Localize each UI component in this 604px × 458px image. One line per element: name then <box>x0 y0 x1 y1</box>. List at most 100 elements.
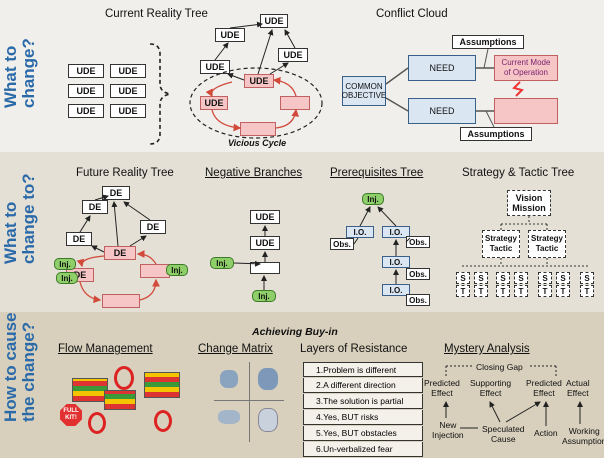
stt-leaf-strategy: S <box>456 272 470 284</box>
stt-strategy-right: Strategy Tactic <box>528 230 566 258</box>
buyin-title: Achieving Buy-in <box>252 326 338 338</box>
stt-tactic: Tactic <box>489 244 513 253</box>
vicious-cycle-label: Vicious Cycle <box>228 138 287 148</box>
crt-cycle-ude: UDE <box>200 96 228 110</box>
pt-title: Prerequisites Tree <box>330 167 424 179</box>
pt-obstacle: Obs. <box>406 268 430 280</box>
frt-injection: Inj. <box>56 272 78 284</box>
ude-box: UDE <box>68 84 104 98</box>
change-matrix-illustration <box>214 362 284 442</box>
resistance-layer: 3.The solution is partial <box>303 394 423 409</box>
zero-circle-icon <box>88 412 106 434</box>
frt-injection: Inj. <box>54 258 76 270</box>
brace <box>149 43 171 145</box>
stt-leaf-tactic: T <box>496 285 510 297</box>
stt-leaf-strategy: S <box>514 272 528 284</box>
matrix-figure <box>258 368 278 390</box>
need-box-bottom: NEED <box>408 98 476 124</box>
action-label: Action <box>534 428 558 438</box>
common-objective-box: COMMON OBJECTIVE <box>342 76 386 106</box>
layers-title: Layers of Resistance <box>300 343 408 355</box>
cloud-title: Conflict Cloud <box>376 8 448 20</box>
closing-gap-label: Closing Gap <box>476 362 523 372</box>
stt-vision: Vision <box>515 193 543 203</box>
conflict-lightning-icon <box>512 81 524 97</box>
full-kit-sign: FULL KIT! <box>60 404 82 426</box>
stt-strategy-left: Strategy Tactic <box>482 230 520 258</box>
frt-de: DE <box>66 232 92 246</box>
ude-box: UDE <box>68 64 104 78</box>
predicted-effect-2: Predicted Effect <box>526 378 562 398</box>
zero-circle-icon <box>114 366 134 390</box>
nb-injection: Inj. <box>210 257 234 269</box>
want-box <box>494 98 558 124</box>
nb-title: Negative Branches <box>205 167 303 179</box>
flow-illustration: FULL KIT! <box>60 364 190 444</box>
supporting-effect: Supporting Effect <box>470 378 512 398</box>
resistance-layer: 5.Yes, BUT obstacles <box>303 426 423 441</box>
crt-title: Current Reality Tree <box>105 8 208 20</box>
frt-cycle-box <box>102 294 140 308</box>
stt-strategy: Strategy <box>530 234 563 243</box>
ude-box: UDE <box>110 84 146 98</box>
crt-top-ude: UDE <box>260 14 288 28</box>
frt-injection: Inj. <box>166 264 188 276</box>
frt-core-de: DE <box>104 246 136 260</box>
pt-io: I.O. <box>382 256 410 268</box>
actual-effect: Actual Effect <box>566 378 590 398</box>
stt-leaf-tactic: T <box>538 285 552 297</box>
nb-ude: UDE <box>250 236 280 250</box>
stt-leaf-tactic: T <box>556 285 570 297</box>
flow-title: Flow Management <box>58 343 153 355</box>
predicted-effect-1: Predicted Effect <box>424 378 460 398</box>
frt-de: DE <box>82 200 108 214</box>
pt-obstacle: Obs. <box>330 238 354 250</box>
pt-io: I.O. <box>382 284 410 296</box>
frt-top-de: DE <box>102 186 130 200</box>
current-mode-box: Current Mode of Operation <box>494 55 558 81</box>
zero-circle-icon <box>154 410 172 432</box>
assumptions-top: Assumptions <box>452 35 524 49</box>
stt-title: Strategy & Tactic Tree <box>462 167 575 179</box>
stt-leaf-strategy: S <box>496 272 510 284</box>
stt-leaf-tactic: T <box>456 285 470 297</box>
pt-io: I.O. <box>346 226 374 238</box>
resistance-layer: 4.Yes, BUT risks <box>303 410 423 425</box>
stt-strategy: Strategy <box>484 234 517 243</box>
buffer-stack <box>104 390 136 410</box>
stt-leaf-strategy: S <box>580 272 594 284</box>
crt-ude: UDE <box>200 60 230 74</box>
matrix-figure <box>220 370 238 388</box>
nb-injection: Inj. <box>252 290 276 302</box>
speculated-cause: Speculated Cause <box>482 424 525 444</box>
mystery-title: Mystery Analysis <box>444 343 530 355</box>
resistance-layer: 1.Problem is different <box>303 362 423 377</box>
resistance-layer: 2.A different direction <box>303 378 423 393</box>
resistance-layer: 6.Un-verbalized fear <box>303 442 423 457</box>
matrix-figure <box>258 408 278 432</box>
ude-box: UDE <box>110 64 146 78</box>
crt-ude: UDE <box>215 28 245 42</box>
need-box-top: NEED <box>408 55 476 81</box>
matrix-figure <box>218 410 240 424</box>
crt-ude: UDE <box>278 48 308 62</box>
matrix-axis-v <box>249 362 250 442</box>
buffer-stack <box>144 372 180 398</box>
stt-leaf-strategy: S <box>556 272 570 284</box>
stt-tactic: Tactic <box>535 244 559 253</box>
stt-leaf-strategy: S <box>538 272 552 284</box>
stt-leaf-strategy: S <box>474 272 488 284</box>
frt-title: Future Reality Tree <box>76 167 174 179</box>
nb-ude: UDE <box>250 210 280 224</box>
ude-box: UDE <box>110 104 146 118</box>
matrix-title: Change Matrix <box>198 343 273 355</box>
stt-leaf-tactic: T <box>514 285 528 297</box>
new-injection: New Injection <box>432 420 464 440</box>
assumptions-bottom: Assumptions <box>460 127 532 141</box>
stt-leaf-tactic: T <box>474 285 488 297</box>
working-assumption: Working Assumption <box>562 426 604 446</box>
stt-leaf-tactic: T <box>580 285 594 297</box>
stt-mission: Mission <box>512 203 546 213</box>
